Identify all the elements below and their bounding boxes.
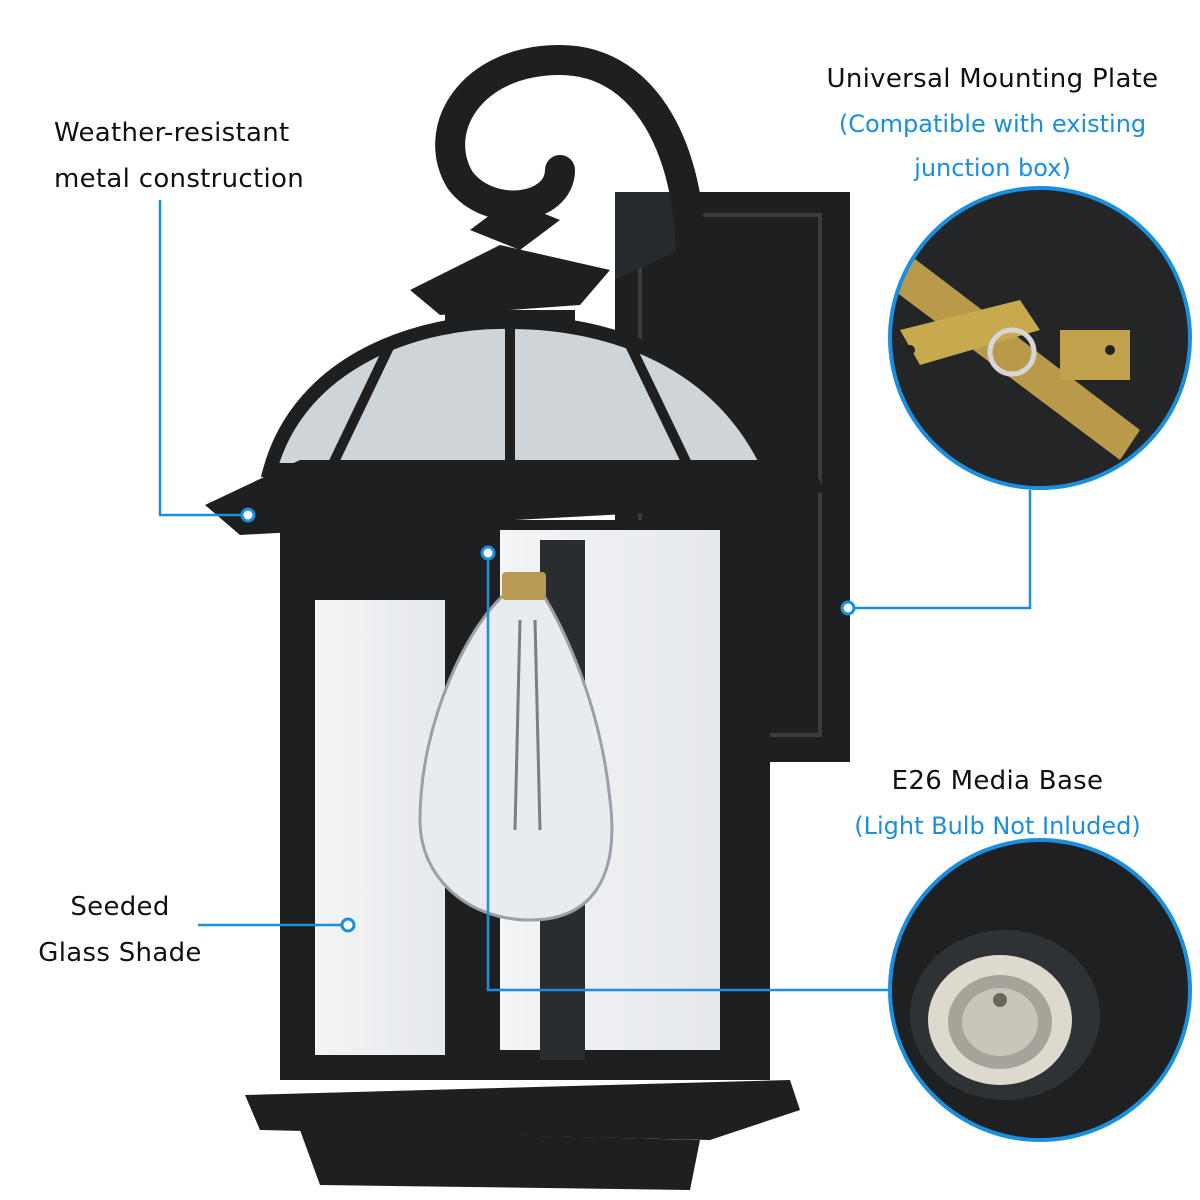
lantern-top	[260, 200, 781, 477]
callout-glass-line1: Seeded	[70, 892, 170, 922]
callout-weather-line2: metal construction	[54, 164, 305, 194]
roof-ledge	[205, 460, 825, 535]
callout-glass: Seeded Glass Shade	[10, 884, 230, 976]
e26-socket-closeup	[888, 838, 1192, 1142]
callout-mounting-sub1: (Compatible with existing	[838, 110, 1147, 138]
callout-mounting-title: Universal Mounting Plate	[826, 64, 1159, 94]
callout-dots	[240, 507, 856, 933]
callout-glass-line2: Glass Shade	[38, 938, 202, 968]
lantern-cage	[280, 520, 770, 1080]
callout-base-sub: (Light Bulb Not Inluded)	[854, 812, 1141, 840]
callout-weather-line1: Weather-resistant	[54, 118, 290, 148]
callout-base-title: E26 Media Base	[891, 766, 1104, 796]
lantern-base	[245, 1080, 800, 1190]
callout-lines	[158, 200, 1032, 992]
mounting-plate-closeup	[888, 186, 1192, 490]
callout-weather: Weather-resistant metal construction	[54, 110, 354, 202]
callout-mounting-sub2: junction box)	[914, 154, 1071, 182]
